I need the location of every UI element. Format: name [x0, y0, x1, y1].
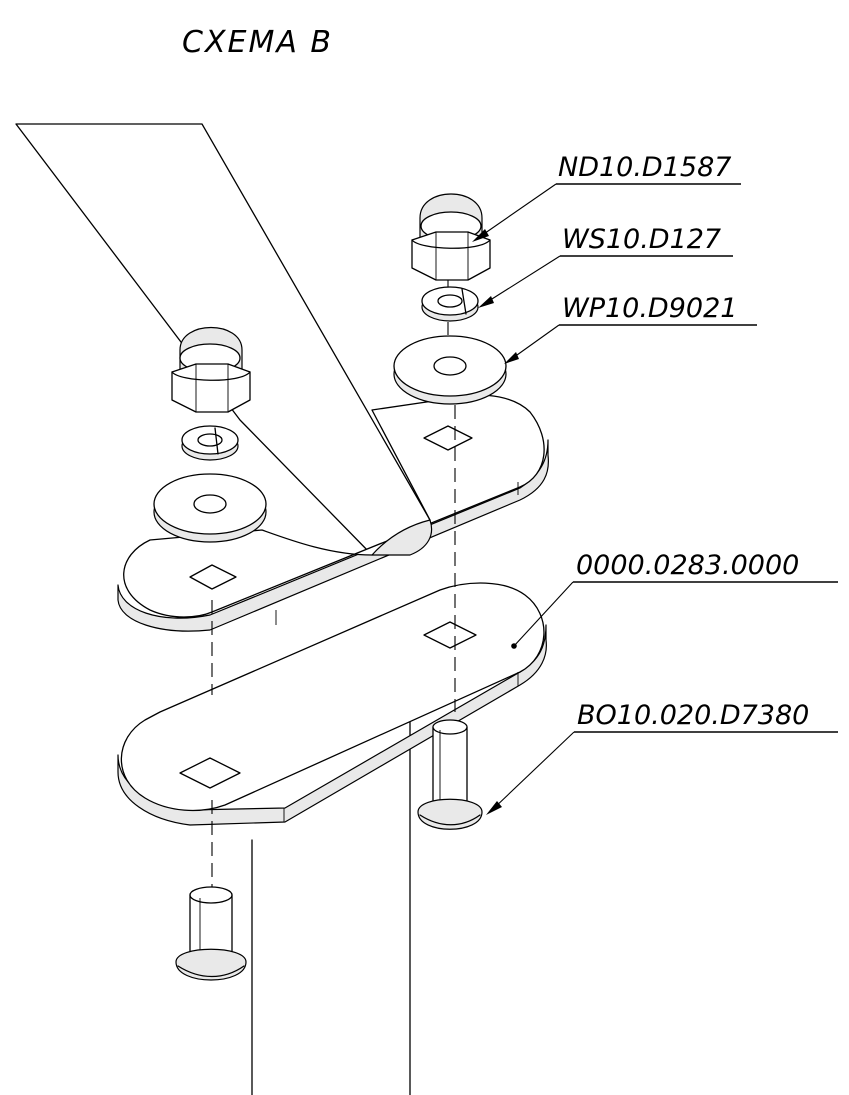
- callout-flat-washer: WP10.D9021: [504, 293, 757, 364]
- left-spring-washer: [181, 425, 239, 461]
- callout-label: 0000.0283.0000: [576, 550, 799, 581]
- callout-spring-washer: WS10.D127: [478, 224, 733, 308]
- callout-label: BO10.020.D7380: [577, 700, 809, 731]
- vertical-tubes: [251, 719, 411, 1095]
- right-acorn-nut: [411, 193, 491, 281]
- left-bolt: [175, 886, 247, 981]
- right-spring-washer: [421, 286, 479, 322]
- callout-link-plate: 0000.0283.0000: [513, 550, 838, 647]
- callout-label: WP10.D9021: [562, 293, 737, 324]
- callout-label: WS10.D127: [562, 224, 721, 255]
- drawing-title: СХЕМА В: [182, 25, 333, 60]
- link-plate: [117, 582, 547, 826]
- callout-bolt: BO10.020.D7380: [486, 700, 838, 815]
- right-flat-washer: [393, 335, 507, 405]
- callout-label: ND10.D1587: [558, 152, 731, 183]
- right-bolt: [417, 719, 483, 830]
- left-flat-washer: [153, 473, 267, 543]
- left-acorn-nut: [171, 326, 251, 413]
- callout-acorn-nut: ND10.D1587: [472, 152, 741, 242]
